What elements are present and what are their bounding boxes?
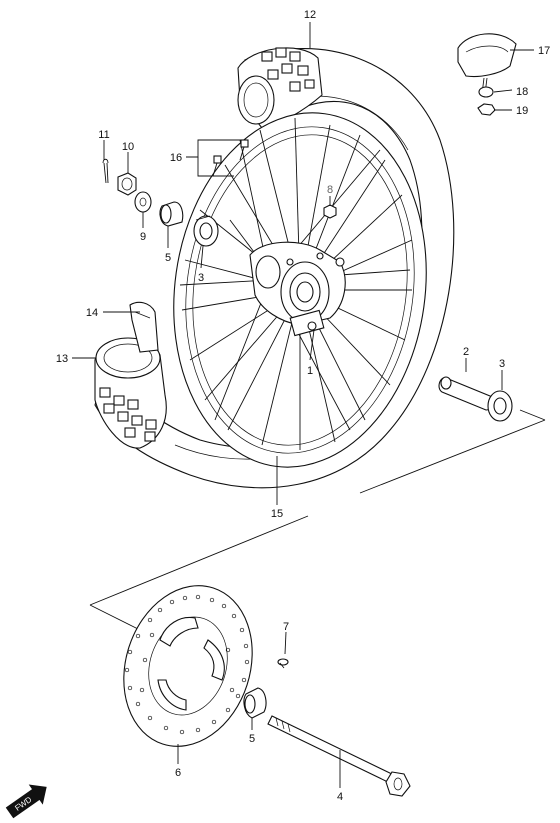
tire-section-top xyxy=(237,47,323,129)
callout-1: 1 xyxy=(307,365,313,377)
callout-9: 9 xyxy=(140,231,146,243)
callout-4: 4 xyxy=(337,791,343,803)
spacer-lower xyxy=(243,687,267,719)
rim-band xyxy=(129,301,159,353)
callout-5-upper: 5 xyxy=(165,252,171,264)
boundary-lines xyxy=(89,409,546,631)
rim-lock xyxy=(457,33,517,95)
callout-7: 7 xyxy=(283,621,289,633)
callout-2: 2 xyxy=(463,346,469,358)
washer-18 xyxy=(478,86,494,98)
callout-11: 11 xyxy=(98,129,109,141)
spacer-left xyxy=(159,201,184,227)
callout-15: 15 xyxy=(271,508,283,520)
bearing-left xyxy=(193,215,219,247)
tire-section-lower xyxy=(94,337,167,449)
callout-3-left: 3 xyxy=(198,272,204,284)
callout-19: 19 xyxy=(516,105,528,117)
callout-labels: 12 17 18 19 11 10 16 8 9 5 3 14 13 1 2 3… xyxy=(56,9,550,803)
callout-13: 13 xyxy=(56,353,68,365)
callout-14: 14 xyxy=(86,307,98,319)
hub xyxy=(249,241,346,337)
bolts-16 xyxy=(212,139,249,177)
fwd-arrow-badge: FWD xyxy=(5,784,47,819)
callout-5-lower: 5 xyxy=(249,733,255,745)
callout-17: 17 xyxy=(538,45,550,57)
nut-19 xyxy=(477,103,496,116)
brake-disc xyxy=(123,585,253,747)
disc-bolt xyxy=(277,658,289,669)
spacer-right xyxy=(438,376,495,411)
axle xyxy=(267,715,411,797)
callout-6: 6 xyxy=(175,767,181,779)
callout-16: 16 xyxy=(170,152,182,164)
callout-3-right: 3 xyxy=(499,358,505,370)
callout-8: 8 xyxy=(327,184,333,196)
axle-nut xyxy=(117,172,137,196)
bearing-right xyxy=(487,390,513,422)
cotter-pin xyxy=(102,158,109,184)
leader-lines xyxy=(72,22,534,788)
washer xyxy=(134,191,152,213)
nut-8 xyxy=(323,204,337,219)
callout-10: 10 xyxy=(122,141,134,153)
callout-12: 12 xyxy=(304,9,316,21)
callout-18: 18 xyxy=(516,86,528,98)
